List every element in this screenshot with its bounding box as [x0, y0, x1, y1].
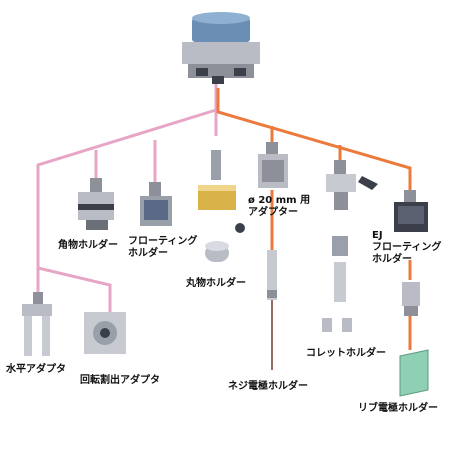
label-adapter-20mm: ø 20 mm 用 アダプター — [248, 195, 311, 218]
round-holder-icon — [198, 150, 245, 262]
rib-holder-icon — [399, 282, 429, 397]
horizontal-adapter-icon — [22, 292, 52, 356]
screw-electrode-icon — [267, 250, 277, 300]
floating-holder-icon — [140, 182, 172, 226]
adapter-20mm-icon — [258, 142, 288, 188]
chuck-icon — [182, 12, 260, 84]
label-floating-holder: フローティング ホルダー — [128, 236, 198, 259]
label-angle-holder: 角物ホルダー — [58, 240, 118, 251]
rotary-indexing-adapter-icon — [84, 312, 126, 354]
angle-holder-icon — [78, 178, 114, 230]
ej-floating-holder-icon — [394, 190, 428, 232]
trunk-line-orange — [216, 88, 412, 190]
label-rib-electrode-holder: リブ電極ホルダー — [358, 403, 438, 414]
collet-holder-icon — [322, 160, 378, 332]
label-horizontal-adapter: 水平アダプタ — [6, 364, 66, 375]
label-rotary-indexing-adapter: 回転割出アダプタ — [80, 375, 160, 386]
branch-horizontal-line — [37, 266, 112, 312]
label-screw-electrode-holder: ネジ電極ホルダー — [228, 381, 308, 392]
orange-connection-lines — [216, 88, 412, 350]
label-collet-holder: コレットホルダー — [306, 348, 386, 359]
label-round-holder: 丸物ホルダー — [186, 278, 246, 289]
pink-connection-lines — [36, 82, 218, 312]
branch-left-line — [36, 108, 217, 292]
label-ej-floating-holder: EJ フローティング ホルダー — [372, 230, 442, 265]
